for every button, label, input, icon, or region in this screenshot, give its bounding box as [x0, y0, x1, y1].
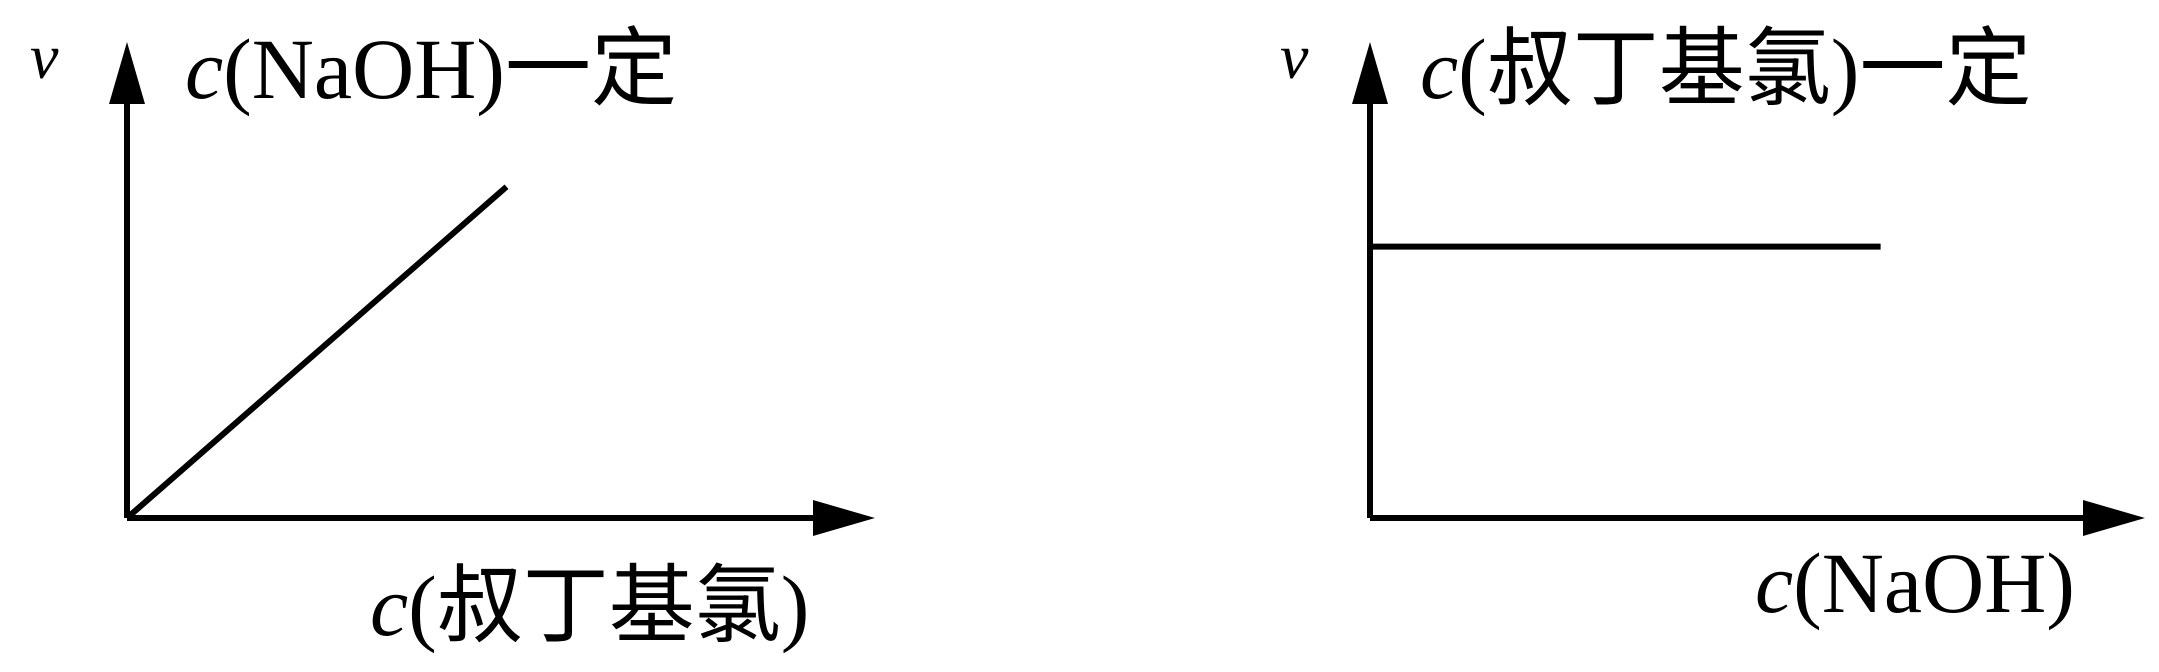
chart-title-right-rest: (叔丁基氯)一定 — [1458, 21, 2031, 117]
series-group-left — [125, 184, 509, 521]
chart-title-left-rest: (NaOH)一定 — [223, 21, 677, 117]
x-axis-arrow-left — [813, 500, 875, 536]
x-axis-label-left: c(叔丁基氯) — [370, 558, 809, 654]
series-line-left-0 — [125, 184, 509, 521]
y-axis-label-left: v — [30, 21, 59, 92]
chart-title-right: c(叔丁基氯)一定 — [1420, 21, 2031, 117]
chart-title-left-var: c — [185, 21, 223, 117]
y-axis-arrow-right — [1352, 42, 1388, 104]
x-axis-label-right: c(NaOH) — [1755, 535, 2075, 631]
x-axis-label-left-rest: (叔丁基氯) — [408, 558, 809, 654]
x-axis-label-left-var: c — [370, 558, 408, 654]
y-axis-label-right: v — [1280, 21, 1309, 92]
x-axis-label-right-rest: (NaOH) — [1793, 535, 2075, 631]
chart-title-left: c(NaOH)一定 — [185, 21, 677, 117]
y-axis-arrow-left — [109, 42, 145, 104]
x-axis-label-right-var: c — [1755, 535, 1793, 631]
chart-right: v c(叔丁基氯)一定 c(NaOH) — [1280, 21, 2145, 631]
x-axis-arrow-right — [2083, 500, 2145, 536]
chart-left: v c(NaOH)一定 c(叔丁基氯) — [30, 21, 875, 654]
chart-title-right-var: c — [1420, 21, 1458, 117]
